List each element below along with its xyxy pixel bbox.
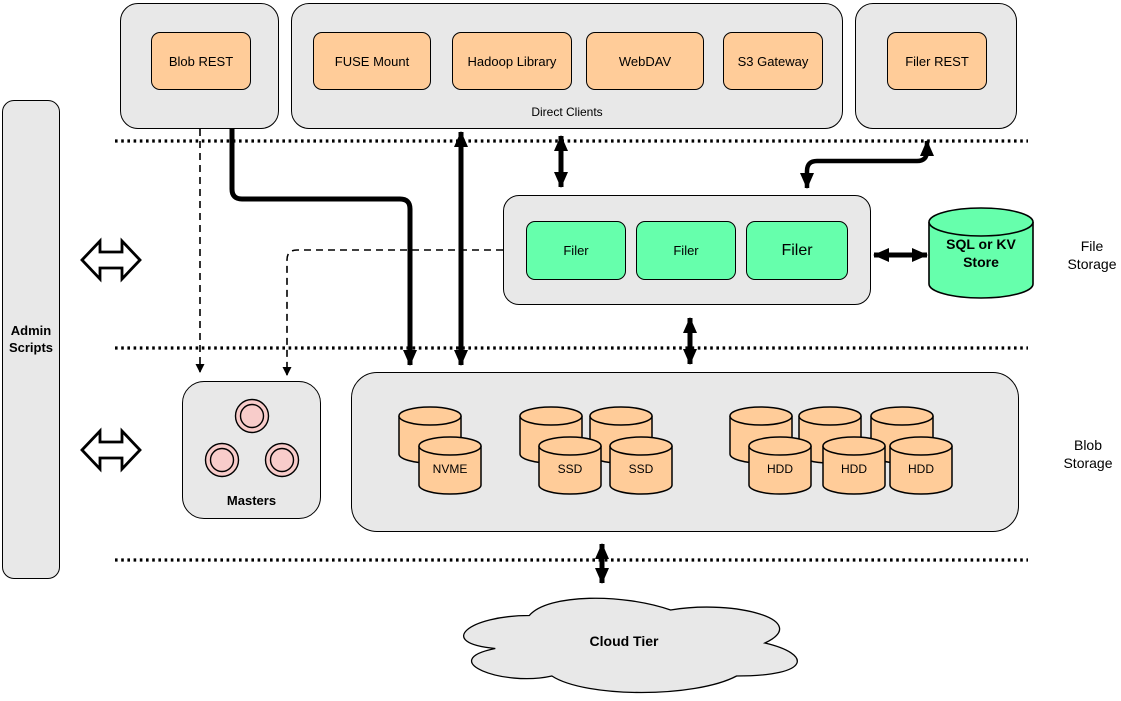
filer-rest-container: Filer REST [855,3,1017,129]
master-node-inner-icon [269,447,295,473]
filer-rest-label: Filer REST [905,53,969,69]
webdav-node: WebDAV [586,32,704,90]
hdd-disk-label: HDD [908,462,934,476]
s3-gateway-label: S3 Gateway [737,53,809,69]
blob-rest-label: Blob REST [168,53,234,69]
fuse-mount-label: FUSE Mount [334,53,410,69]
hdd-cylinder [822,436,886,495]
hdd-disk-label: HDD [767,462,793,476]
admin-filestorage-arrow-icon [80,237,142,283]
filer-group-container: Filer Filer Filer [503,195,871,305]
master-nodes [204,398,300,478]
filer-node-3: Filer [746,221,848,280]
dashed-arrow-filer-to-masters [282,249,503,376]
hdd-disk-label: HDD [841,462,867,476]
ssd-disk-label: SSD [628,462,654,476]
admin-scripts-panel: Admin Scripts [2,100,60,579]
ssd-cylinder [609,436,673,495]
hdd-cylinder [889,436,953,495]
fuse-mount-node: FUSE Mount [313,32,431,90]
nvme-cylinder [418,436,482,495]
nvme-disk-label: NVME [432,462,468,476]
filer-node-1: Filer [526,221,626,280]
ssd-cylinder [538,436,602,495]
admin-scripts-label: Admin Scripts [8,323,54,355]
blob-storage-section-label: Blob Storage [1063,437,1113,471]
cloud-shape [463,597,798,694]
hdd-cylinder [748,436,812,495]
file-storage-section-label: File Storage [1067,238,1117,272]
s3-gateway-node: S3 Gateway [723,32,823,90]
direct-clients-caption: Direct Clients [531,105,603,119]
blob-rest-node: Blob REST [151,32,251,90]
cloud-tier-label: Cloud Tier [589,633,659,649]
arrow-blobrest-to-blobstorage [229,129,417,366]
webdav-label: WebDAV [618,53,672,69]
sqlkv-cylinder [928,207,1034,299]
filer-label-3: Filer [781,241,813,259]
filer-node-2: Filer [636,221,736,280]
master-node-inner-icon [239,403,265,429]
ssd-disk-label: SSD [557,462,583,476]
hadoop-library-label: Hadoop Library [467,53,557,69]
admin-blobstorage-arrow-icon [80,427,142,473]
master-node-inner-icon [209,447,235,473]
direct-clients-container: FUSE Mount Hadoop Library WebDAV S3 Gate… [291,3,843,129]
masters-label: Masters [226,493,277,508]
filer-rest-node: Filer REST [887,32,987,90]
filer-label-2: Filer [673,243,699,258]
blob-rest-container: Blob REST [120,3,279,129]
hadoop-library-node: Hadoop Library [452,32,572,90]
filer-label-1: Filer [563,243,589,258]
arrow-filerrest-filer-double [800,140,934,189]
sqlkv-store-label: SQL or KV Store [946,236,1016,270]
